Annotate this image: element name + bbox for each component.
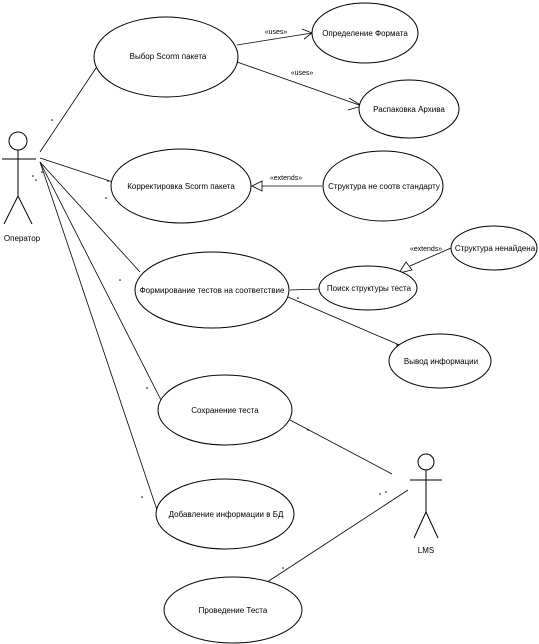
assoc-run-test-lms — [254, 489, 409, 591]
lms-actor[interactable]: LMS — [410, 453, 442, 555]
use-case-structure-mismatch[interactable]: Структура не соотв стандарту — [322, 150, 444, 222]
use-case-unpack-archive[interactable]: Распаковка Архива — [358, 79, 460, 139]
use-case-label: Структура ненайдена — [455, 244, 536, 253]
operator-head — [8, 131, 28, 151]
assoc-operator-add-info-db — [39, 161, 158, 511]
use-case-find-structure[interactable]: Поиск структуры теста — [318, 265, 418, 311]
use-case-label: Распаковка Архива — [373, 105, 445, 114]
operator-label: Оператор — [4, 234, 41, 243]
operator-associations — [39, 61, 163, 511]
use-case-select-scorm[interactable]: Выбор Scorm пакета — [93, 16, 239, 98]
use-case-detect-format[interactable]: Определение Формата — [311, 2, 419, 64]
use-case-label: Проведение Теста — [199, 606, 268, 615]
use-case-correct-scorm[interactable]: Корректировка Scorm пакета — [110, 148, 252, 224]
use-case-label: Выбор Scorm пакета — [130, 52, 207, 61]
use-case-save-test[interactable]: Сохранение теста — [157, 374, 293, 446]
stereotype-extends-structure-mismatch: «extends» — [270, 175, 302, 182]
lms-head — [417, 453, 435, 471]
assoc-form-tests-output-info — [287, 296, 405, 348]
use-case-label: Поиск структуры теста — [327, 284, 412, 293]
extends-relationship-find-structure — [398, 247, 452, 274]
use-case-structure-not-found[interactable]: Структура ненайдена — [450, 225, 538, 271]
use-case-label: Вывод информации — [404, 357, 478, 366]
assoc-operator-form-tests — [39, 161, 141, 273]
lms-associations — [254, 419, 409, 591]
multiplicity-marks — [32, 119, 398, 569]
stereotype-extends-structure-not-found: «extends» — [410, 246, 442, 253]
operator-actor[interactable]: Оператор — [2, 131, 41, 243]
use-case-output-info[interactable]: Вывод информации — [388, 333, 492, 389]
assoc-operator-correct-scorm — [39, 157, 123, 186]
stereotype-uses-detect-format: «uses» — [265, 29, 288, 36]
lms-label: LMS — [418, 546, 434, 555]
extends-relationship-correct-scorm — [251, 180, 322, 192]
use-case-label: Сохранение теста — [191, 406, 259, 415]
use-case-label: Корректировка Scorm пакета — [127, 182, 235, 191]
assoc-form-tests-find-structure — [289, 288, 323, 291]
use-case-form-tests[interactable]: Формирование тестов на соответствие — [134, 251, 290, 329]
use-case-label: Формирование тестов на соответствие — [140, 286, 285, 295]
use-case-add-info-db[interactable]: Добавление информации в БД — [155, 478, 295, 550]
assoc-operator-save-test — [39, 161, 163, 403]
assoc-operator-select-scorm — [39, 61, 101, 153]
use-case-label: Добавление информации в БД — [169, 510, 284, 519]
use-case-label: Определение Формата — [322, 29, 408, 38]
stereotype-uses-unpack-archive: «uses» — [291, 70, 314, 77]
use-case-run-test[interactable]: Проведение Теста — [163, 576, 303, 644]
assoc-save-test-lms — [289, 419, 393, 475]
use-case-label: Структура не соотв стандарту — [328, 182, 440, 191]
